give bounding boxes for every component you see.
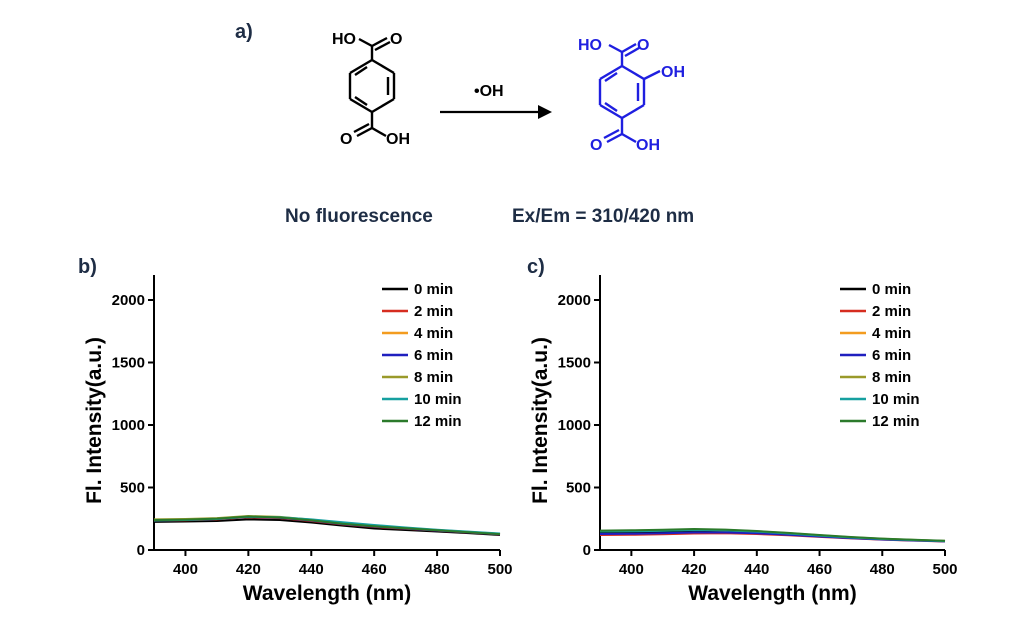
legend-label-1: 2 min: [414, 303, 453, 320]
y-tick-label: 2000: [112, 292, 145, 309]
legend-label-6: 12 min: [872, 413, 920, 430]
x-tick-label: 440: [299, 561, 324, 578]
x-tick-label: 420: [682, 561, 707, 578]
x-tick-label: 460: [807, 561, 832, 578]
hydroxyterephthalic-acid-structure: [598, 42, 661, 144]
x-tick-label: 500: [487, 561, 512, 578]
chart-panel-b: b) 400 420 440 460 480 500 0 500 1000 1500 2000Wave…: [78, 256, 513, 605]
y-tick-label: 1000: [558, 417, 591, 434]
x-axis-title: Wavelength (nm): [243, 582, 411, 605]
x-tick-label: 500: [932, 561, 957, 578]
reactant-bottom-oxygen-label: O: [340, 131, 352, 148]
y-tick-label: 2000: [558, 292, 591, 309]
product-bottom-oxygen-label: O: [590, 137, 602, 154]
x-tick-label: 400: [619, 561, 644, 578]
x-tick-label: 460: [362, 561, 387, 578]
reactant-caption: No fluorescence: [285, 206, 433, 227]
product-ho-label: HO: [578, 37, 602, 54]
product-hydroxyl-label: OH: [661, 64, 685, 81]
x-tick-label: 480: [425, 561, 450, 578]
legend-label-0: 0 min: [414, 281, 453, 298]
product-oh-label: OH: [636, 137, 660, 154]
panel-a-label: a): [235, 21, 253, 43]
reaction-arrow: [440, 105, 552, 119]
y-tick-label: 0: [583, 542, 591, 559]
panel-label: c): [527, 256, 545, 278]
series-line-6: [599, 527, 946, 542]
reactant-top-oxygen-label: O: [390, 31, 402, 48]
y-axis-title: Fl. Intensity(a.u.): [529, 337, 552, 504]
legend-label-4: 8 min: [414, 369, 453, 386]
legend-label-4: 8 min: [872, 369, 911, 386]
chart-panel-c: c) 400 420 440 460 480 500 0 500 1000 1500 2000Wave…: [527, 256, 958, 605]
x-axis-title: Wavelength (nm): [688, 582, 856, 605]
y-tick-label: 500: [566, 480, 591, 497]
legend-label-2: 4 min: [414, 325, 453, 342]
y-tick-label: 500: [120, 480, 145, 497]
x-tick-label: 440: [744, 561, 769, 578]
reactant-ho-label: HO: [332, 31, 356, 48]
terephthalic-acid-structure: [348, 36, 396, 138]
legend-label-3: 6 min: [414, 347, 453, 364]
x-tick-label: 400: [173, 561, 198, 578]
legend-label-6: 12 min: [414, 413, 462, 430]
legend-label-1: 2 min: [872, 303, 911, 320]
legend-label-0: 0 min: [872, 281, 911, 298]
series-line-6: [153, 515, 501, 536]
y-tick-label: 0: [137, 542, 145, 559]
reactant-oh-label: OH: [386, 131, 410, 148]
panel-label: b): [78, 256, 97, 278]
x-tick-label: 420: [236, 561, 261, 578]
legend-label-3: 6 min: [872, 347, 911, 364]
hydroxyl-radical-label: •OH: [474, 83, 504, 100]
legend-label-5: 10 min: [872, 391, 920, 408]
x-tick-label: 480: [870, 561, 895, 578]
y-axis-title: Fl. Intensity(a.u.): [83, 337, 106, 504]
y-tick-label: 1000: [112, 417, 145, 434]
legend-label-2: 4 min: [872, 325, 911, 342]
reaction-scheme: a) HO O O OH No fluorescence: [235, 21, 694, 227]
product-top-oxygen-label: O: [637, 37, 649, 54]
y-tick-label: 1500: [112, 355, 145, 372]
y-tick-label: 1500: [558, 355, 591, 372]
product-caption: Ex/Em = 310/420 nm: [512, 206, 694, 227]
legend-label-5: 10 min: [414, 391, 462, 408]
